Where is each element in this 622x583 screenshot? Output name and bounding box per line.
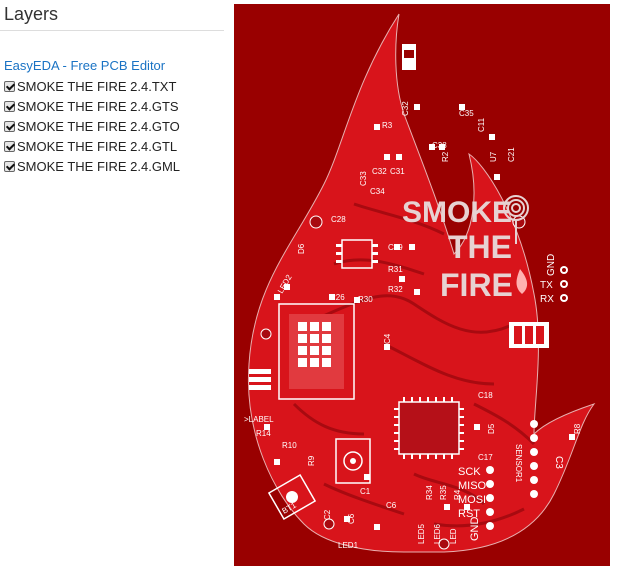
uart-label-tx: TX <box>540 280 553 291</box>
qfn-chip <box>278 303 355 400</box>
smoke-the-fire-logo: SMOKE THE FIRE <box>402 196 513 303</box>
designator: C29 <box>388 243 403 252</box>
copper-traces <box>292 202 536 528</box>
layer-item-txt[interactable]: SMOKE THE FIRE 2.4.TXT <box>4 76 180 96</box>
designator: C38 <box>432 141 447 150</box>
spi-label-miso: MISO <box>458 480 487 492</box>
designator: R26 <box>330 293 345 302</box>
designator: >LABEL <box>244 415 274 424</box>
designator: C21 <box>507 147 516 162</box>
designator: LED6 <box>433 523 442 544</box>
battery-holder <box>267 473 317 521</box>
layer-list: SMOKE THE FIRE 2.4.TXT SMOKE THE FIRE 2.… <box>4 76 180 176</box>
uart-label-gnd: GND <box>546 254 557 276</box>
designator: R35 <box>439 485 448 500</box>
uart-label-rx: RX <box>540 294 554 305</box>
layer-label: SMOKE THE FIRE 2.4.GTO <box>17 118 180 134</box>
designator: R2 <box>441 151 450 162</box>
designator: D6 <box>297 243 306 254</box>
layer-label: SMOKE THE FIRE 2.4.GTL <box>17 138 178 154</box>
designator: C28 <box>331 215 346 224</box>
designator: D5 <box>487 423 496 434</box>
sensor-label: SENSOR1 <box>514 444 523 483</box>
push-button <box>335 438 371 484</box>
designator: C11 <box>477 117 486 132</box>
designator: C6 <box>386 501 397 510</box>
designator: R4 <box>453 489 462 500</box>
layer-checkbox[interactable] <box>4 100 15 112</box>
spi-label-rst: RST <box>458 508 480 520</box>
logo-line-3: FIRE <box>440 267 513 303</box>
designator: C17 <box>478 453 493 462</box>
spi-label-mosi: MOSI <box>458 494 486 506</box>
designator: C18 <box>478 391 493 400</box>
designator: C32 <box>372 167 387 176</box>
title-divider <box>0 30 224 31</box>
layer-item-gto[interactable]: SMOKE THE FIRE 2.4.GTO <box>4 116 180 136</box>
layer-checkbox[interactable] <box>4 140 15 152</box>
spi-label-sck: SCK <box>458 466 481 478</box>
logo-line-1: SMOKE <box>402 196 512 229</box>
designator: LED5 <box>417 523 426 544</box>
layer-label: SMOKE THE FIRE 2.4.TXT <box>17 78 177 94</box>
board-outline <box>247 13 596 553</box>
spi-header <box>486 466 494 530</box>
layer-label: SMOKE THE FIRE 2.4.GML <box>17 158 181 174</box>
layers-panel: Layers EasyEDA - Free PCB Editor SMOKE T… <box>0 0 228 583</box>
layer-label: SMOKE THE FIRE 2.4.GTS <box>17 98 179 114</box>
designator: R32 <box>388 285 403 294</box>
designator: C32 <box>401 101 410 116</box>
designator: C6 <box>347 513 356 524</box>
designator: R34 <box>425 485 434 500</box>
designator: R14 <box>256 429 271 438</box>
component-designators: C33 C32 C31 C34 R3 C35 C11 C38 R2 U7 C21… <box>244 101 582 550</box>
easyeda-editor-link[interactable]: EasyEDA - Free PCB Editor <box>4 58 166 73</box>
designator: R3 <box>382 121 393 130</box>
designator: C34 <box>370 187 385 196</box>
designator: U7 <box>489 151 498 162</box>
designator: C35 <box>459 109 474 118</box>
designator: C2 <box>323 509 332 520</box>
designator: LED <box>449 528 458 544</box>
soic-chip <box>336 239 378 269</box>
designator: C1 <box>360 487 371 496</box>
designator: C31 <box>390 167 405 176</box>
designator: C4 <box>383 333 392 344</box>
pcb-render: SMOKE THE FIRE GND TX RX SCK MISO MOSI R… <box>234 4 610 566</box>
designator: R10 <box>282 441 297 450</box>
layer-item-gtl[interactable]: SMOKE THE FIRE 2.4.GTL <box>4 136 180 156</box>
designator: R9 <box>307 455 316 466</box>
layer-checkbox[interactable] <box>4 80 15 92</box>
layer-checkbox[interactable] <box>4 120 15 132</box>
spi-label-gnd: GND <box>469 517 481 542</box>
layer-item-gts[interactable]: SMOKE THE FIRE 2.4.GTS <box>4 96 180 116</box>
sensor-header <box>530 420 538 498</box>
designator: R30 <box>358 295 373 304</box>
dip-switch <box>509 322 549 348</box>
designator: LED1 <box>338 541 359 550</box>
layer-item-gml[interactable]: SMOKE THE FIRE 2.4.GML <box>4 156 180 176</box>
designator: R8 <box>573 423 582 434</box>
tqfp-chip <box>394 397 464 459</box>
logo-line-2: THE <box>448 229 512 265</box>
panel-title: Layers <box>4 4 59 24</box>
layer-checkbox[interactable] <box>4 160 15 172</box>
designator: C3 <box>553 456 564 469</box>
designator: C33 <box>359 171 368 186</box>
designator: R31 <box>388 265 403 274</box>
